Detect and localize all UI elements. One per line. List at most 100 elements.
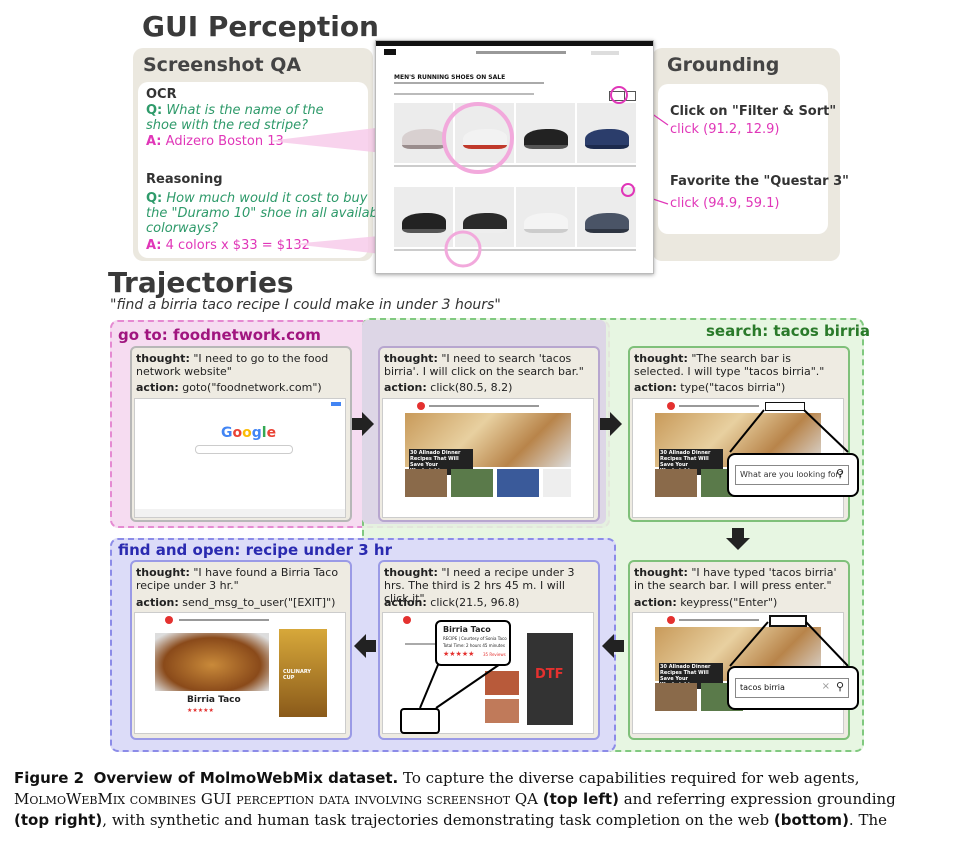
step-3-zoom-lines (729, 409, 849, 453)
step-2-thought: thought: "I need to search 'tacos birria… (384, 352, 592, 378)
step-6-action: action: send_msg_to_user("[EXIT]") (136, 596, 335, 609)
product-row1-labels (394, 165, 636, 167)
step-5-target-box[interactable] (400, 708, 440, 734)
fn-thumb-1[interactable] (405, 469, 447, 497)
step-1-action-text: goto("foodnetwork.com") (182, 381, 322, 394)
grounding-card (658, 84, 828, 234)
step-5-zoom-box: Birria Taco RECIPE | Courtesy of Sonia T… (435, 620, 511, 666)
step-2-thought-label: thought: (384, 352, 438, 365)
product-card-3[interactable] (516, 103, 575, 163)
ocr-q-line2: shoe with the red stripe? (146, 118, 308, 133)
shop-nav (476, 51, 566, 54)
reasoning-answer: A: 4 colors x $33 = $132 (146, 238, 310, 253)
step-2-screenshot: 30 Allnado Dinner Recipes That Will Save… (382, 398, 594, 518)
zoom-search-filled[interactable]: tacos birria × ⚲ (735, 678, 849, 698)
step-5-thought-text: "I need a recipe under 3 hrs. The third … (384, 566, 575, 605)
fn-thumb-2[interactable] (451, 469, 493, 497)
reason-q-line1: How much would it cost to buy (166, 191, 368, 206)
fn-thumb-3[interactable] (497, 469, 539, 497)
ocr-question: Q: What is the name of the shoe with the… (146, 103, 324, 133)
zoom-recipe-reviews: 35 Reviews (483, 652, 506, 657)
clear-icon[interactable]: × (821, 681, 830, 692)
fn-nav (679, 405, 759, 407)
ocr-q-line1: What is the name of the (166, 103, 324, 118)
arrow-step4-to-step5 (602, 634, 624, 658)
step-5-action-text: click(21.5, 96.8) (430, 596, 520, 609)
product-card-7[interactable] (516, 187, 575, 247)
reason-a-prefix: A: (146, 238, 162, 253)
filter-sort-button[interactable] (609, 91, 625, 101)
grounding-item1-click: click (91.2, 12.9) (670, 122, 780, 137)
magnifier-overlays (442, 86, 635, 268)
culinary-cup-text: CULINARY CUP (283, 669, 312, 681)
step-3-action-label: action: (634, 381, 677, 394)
result-thumb-2[interactable] (485, 699, 519, 723)
step-4-action-label: action: (634, 596, 677, 609)
ocr-answer: A: Adizero Boston 13 (146, 134, 284, 149)
reason-q-line3: colorways? (146, 221, 218, 236)
product-card-5[interactable] (394, 187, 453, 247)
fn-thumb-1[interactable] (655, 683, 697, 711)
search-icon[interactable]: ⚲ (835, 467, 844, 480)
step-1-thought-label: thought: (136, 352, 190, 365)
step-1-action-label: action: (136, 381, 179, 394)
group-search-label: search: tacos birria (706, 322, 870, 340)
step-1-screenshot: Google (134, 398, 346, 518)
product-card-6[interactable] (455, 187, 514, 247)
caption-line3-d: . The (848, 811, 888, 829)
step-4-thought-label: thought: (634, 566, 688, 579)
zoom-search-input[interactable]: What are you looking for? ⚲ (735, 465, 849, 485)
search-icon[interactable]: ⚲ (835, 680, 844, 693)
step-6-action-label: action: (136, 596, 179, 609)
ocr-label: OCR (146, 87, 177, 102)
product-card-2[interactable] (455, 103, 514, 163)
step-4-thought: thought: "I have typed 'tacos birria' in… (634, 566, 842, 592)
google-search-box[interactable] (195, 445, 293, 454)
shop-topbar (376, 41, 653, 46)
product-card-4[interactable] (577, 103, 636, 163)
fn-search-bar[interactable] (769, 615, 807, 627)
favorite-target-circle (621, 183, 635, 197)
google-logo: Google (221, 425, 277, 441)
step-1-thought-text: "I need to go to the food network websit… (136, 352, 329, 378)
food-network-logo-icon (417, 402, 425, 410)
reason-q-line2: the "Duramo 10" shoe in all available (146, 206, 390, 221)
step-5-zoom-lines (419, 659, 507, 709)
adidas-logo-icon (384, 49, 396, 55)
fn-nav (679, 619, 759, 621)
caption-title: Overview of MolmoWebMix dataset. (93, 769, 399, 787)
google-signin-button[interactable] (331, 402, 341, 406)
step-1-thought: thought: "I need to go to the food netwo… (136, 352, 344, 378)
fn-thumb-1[interactable] (655, 469, 697, 497)
star-rating-icon: ★★★★★ (443, 650, 475, 658)
food-network-logo-icon (667, 402, 675, 410)
step-3-thought-label: thought: (634, 352, 688, 365)
reasoning-question: Q: How much would it cost to buy the "Du… (146, 191, 390, 236)
task-instruction: "find a birria taco recipe I could make … (110, 297, 501, 313)
caption-line3-a: (top right) (14, 811, 103, 829)
step-5-action: action: click(21.5, 96.8) (384, 596, 519, 609)
product-card-1[interactable] (394, 103, 453, 163)
product-card-8[interactable] (577, 187, 636, 247)
step-3-thought-text: "The search bar is selected. I will type… (634, 352, 825, 378)
product-row2-labels (394, 249, 636, 251)
figure-caption: Figure 2 Overview of MolmoWebMix dataset… (14, 768, 964, 831)
dtf-ad: DTF (527, 633, 573, 725)
shop-heading: MEN'S RUNNING SHOES ON SALE (394, 74, 506, 81)
dtf-ad-text: DTF (535, 667, 564, 682)
shop-search (591, 51, 619, 55)
grounding-item2-click: click (94.9, 59.1) (670, 196, 780, 211)
caption-line2-b: (top left) (542, 790, 619, 808)
step-6-screenshot: Birria Taco ★★★★★ CULINARY CUP (134, 612, 346, 734)
screenshot-qa-card (138, 82, 368, 258)
shop-screenshot: MEN'S RUNNING SHOES ON SALE (375, 40, 654, 274)
ocr-q-prefix: Q: (146, 103, 163, 118)
step-2-thought-text: "I need to search 'tacos birria'. I will… (384, 352, 584, 378)
google-footer (135, 509, 345, 517)
result-thumb-1[interactable] (485, 671, 519, 695)
zoom-recipe-credit: RECIPE | Courtesy of Sonia Taco (443, 636, 507, 641)
fn-search-bar[interactable] (765, 402, 805, 411)
step-2-action: action: click(80.5, 8.2) (384, 381, 512, 394)
step-2-action-text: click(80.5, 8.2) (430, 381, 513, 394)
zoom-recipe-title[interactable]: Birria Taco (443, 625, 491, 634)
